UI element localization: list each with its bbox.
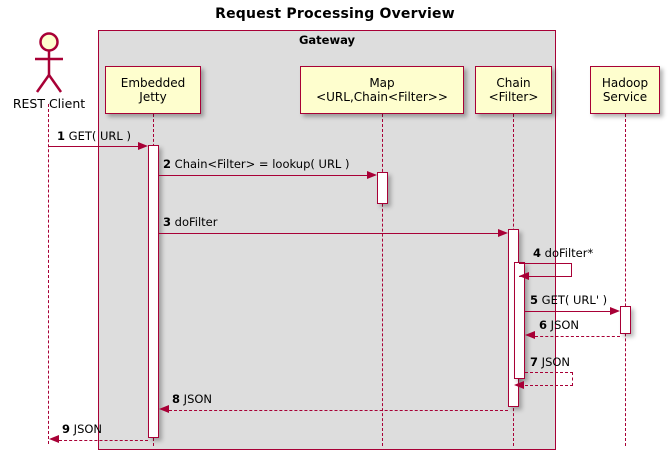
message-label-1: 1 GET( URL ) [57,129,131,143]
activation-chain-inner [514,262,525,379]
message-num-9: 9 [62,422,71,436]
participant-hadoop-service-line1: Hadoop [601,75,649,90]
message-num-7: 7 [530,355,539,369]
activation-map [377,172,388,204]
message-arrow-5 [525,311,611,312]
lifeline-hadoop-service [625,114,626,446]
participant-embedded-jetty[interactable]: Embedded Jetty [105,66,201,114]
arrow-head-5-icon [610,307,620,315]
arrow-head-1-icon [138,142,148,150]
activation-embedded-jetty [148,145,159,438]
message-num-1: 1 [57,129,66,143]
message-label-7: 7 JSON [530,355,570,369]
message-num-8: 8 [172,392,181,406]
message-self-loop-7 [525,372,573,386]
message-arrow-1 [49,146,139,147]
participant-map-line2: <URL,Chain<Filter>> [316,90,448,104]
message-arrow-9 [59,440,148,441]
participant-hadoop-service[interactable]: Hadoop Service [590,66,660,114]
message-label-9: 9 JSON [62,422,102,436]
stick-figure-actor-icon [35,32,63,93]
participant-hadoop-service-line2: Service [602,90,648,104]
message-text-6: JSON [550,318,580,332]
message-label-2: 2 Chain<Filter> = lookup( URL ) [163,157,349,171]
message-arrow-2 [159,175,368,176]
message-label-5: 5 GET( URL' ) [530,293,607,307]
participant-chain-line1: Chain [496,75,531,90]
arrow-head-7-icon [514,381,524,389]
participant-chain-line2: <Filter> [488,90,539,104]
arrow-head-2-icon [367,171,377,179]
message-num-3: 3 [163,215,172,229]
lifeline-rest-client [48,104,49,444]
participant-map[interactable]: Map <URL,Chain<Filter>> [300,66,464,114]
message-text-9: JSON [73,422,103,436]
message-text-8: JSON [183,392,213,406]
message-text-1: GET( URL ) [68,129,131,143]
message-label-3: 3 doFilter [163,215,218,229]
message-num-2: 2 [163,157,172,171]
message-num-5: 5 [530,293,539,307]
participant-embedded-jetty-line2: Jetty [139,90,167,104]
page-title: Request Processing Overview [215,6,455,22]
arrow-head-6-icon [525,331,535,339]
arrow-head-3-icon [498,229,508,237]
message-self-loop-4 [519,263,572,277]
actor-rest-client[interactable] [28,30,70,100]
message-text-4: doFilter* [544,246,594,260]
message-num-4: 4 [533,246,542,260]
activation-hadoop-service [620,306,631,334]
arrow-head-9-icon [49,435,59,443]
message-text-5: GET( URL' ) [541,293,608,307]
message-label-8: 8 JSON [172,392,212,406]
participant-map-line1: Map [369,75,395,90]
lifeline-map [382,114,383,446]
arrow-head-4-icon [519,272,529,280]
group-label-gateway: Gateway [298,33,356,47]
message-text-7: JSON [541,355,571,369]
message-arrow-8 [169,410,508,411]
message-arrow-6 [535,336,620,337]
participant-embedded-jetty-line1: Embedded [120,75,186,90]
message-label-4: 4 doFilter* [533,246,593,260]
message-label-6: 6 JSON [539,318,579,332]
actor-label-rest-client: REST Client [12,96,86,111]
participant-chain[interactable]: Chain <Filter> [475,66,552,114]
arrow-head-8-icon [159,405,169,413]
message-arrow-3 [159,233,499,234]
message-text-3: doFilter [174,215,218,229]
message-text-2: Chain<Filter> = lookup( URL ) [174,157,350,171]
message-num-6: 6 [539,318,548,332]
